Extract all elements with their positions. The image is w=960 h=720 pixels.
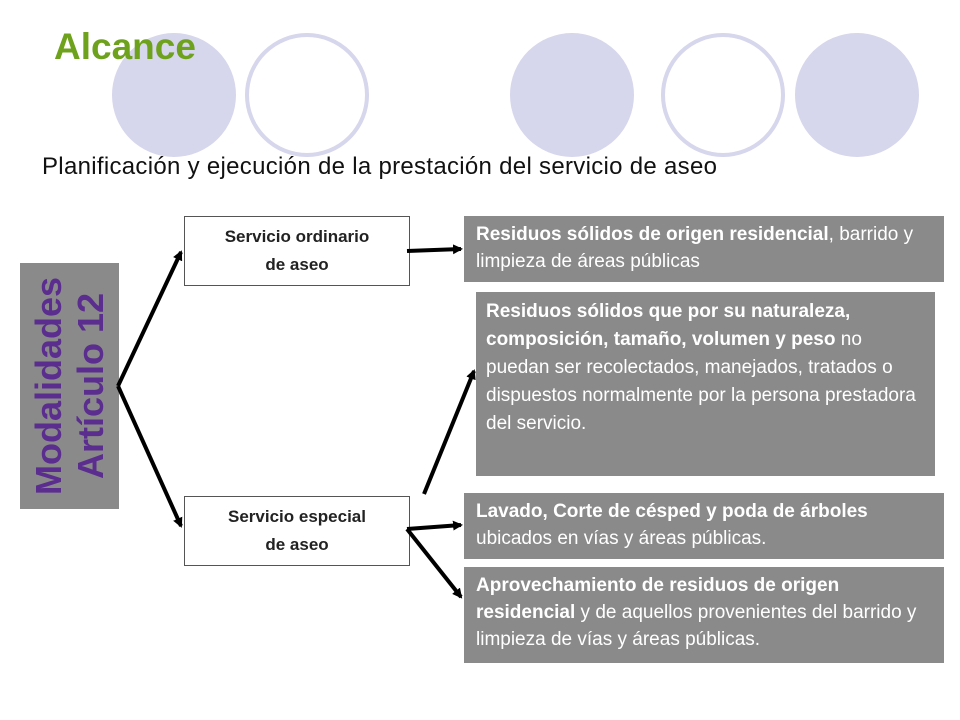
slide-title: Alcance [54, 26, 196, 67]
arrow-ordinario-to-residencial [406, 244, 463, 255]
decorative-ring-2 [661, 33, 785, 157]
desc-aprovechamiento-rest: y de aquellos provenientes del barrido y… [476, 602, 917, 650]
desc-especiales-bold: Residuos sólidos que por su naturaleza, … [486, 301, 851, 350]
servicio-especial-line2: de aseo [265, 535, 329, 554]
desc-aprovechamiento-bold: Aprovechamiento de residuos de origen re… [476, 575, 840, 623]
servicio-ordinario-line1: Servicio ordinario [224, 227, 370, 246]
arrow-to-especial [116, 385, 183, 528]
desc-residencial-rest: , barrido y limpieza de áreas públicas [476, 224, 914, 272]
desc-lavado-rest: ubicados en vías y áreas públicas. [476, 528, 767, 549]
desc-aprovechamiento-box: Aprovechamiento de residuos de origen re… [464, 567, 944, 663]
modalidades-label-box: Modalidades Artículo 12 [20, 263, 119, 509]
arrow-to-ordinario [116, 250, 183, 387]
arrow-especial-to-lavado [406, 520, 463, 531]
desc-residencial-box: Residuos sólidos de origen residencial, … [464, 216, 944, 282]
arrow-especial-to-especiales [422, 369, 476, 495]
decorative-circle-1 [112, 33, 236, 157]
desc-lavado-bold: Lavado, Corte de césped y poda de árbole… [476, 501, 868, 522]
arrow-especial-to-aprovechamiento [405, 527, 463, 599]
slide-subtitle: Planificación y ejecución de la prestaci… [42, 153, 718, 180]
desc-especiales-rest: no puedan ser recolectados, manejados, t… [486, 329, 916, 434]
desc-lavado-box: Lavado, Corte de césped y poda de árbole… [464, 493, 944, 559]
decorative-ring-1 [245, 33, 369, 157]
servicio-especial-line1: Servicio especial [228, 507, 366, 526]
decorative-circle-2 [510, 33, 634, 157]
desc-especiales-box: Residuos sólidos que por su naturaleza, … [476, 292, 935, 476]
desc-residencial-bold: Residuos sólidos de origen residencial [476, 224, 829, 245]
servicio-ordinario-box: Servicio ordinario de aseo [184, 216, 410, 286]
decorative-circle-3 [795, 33, 919, 157]
servicio-ordinario-line2: de aseo [265, 255, 329, 274]
